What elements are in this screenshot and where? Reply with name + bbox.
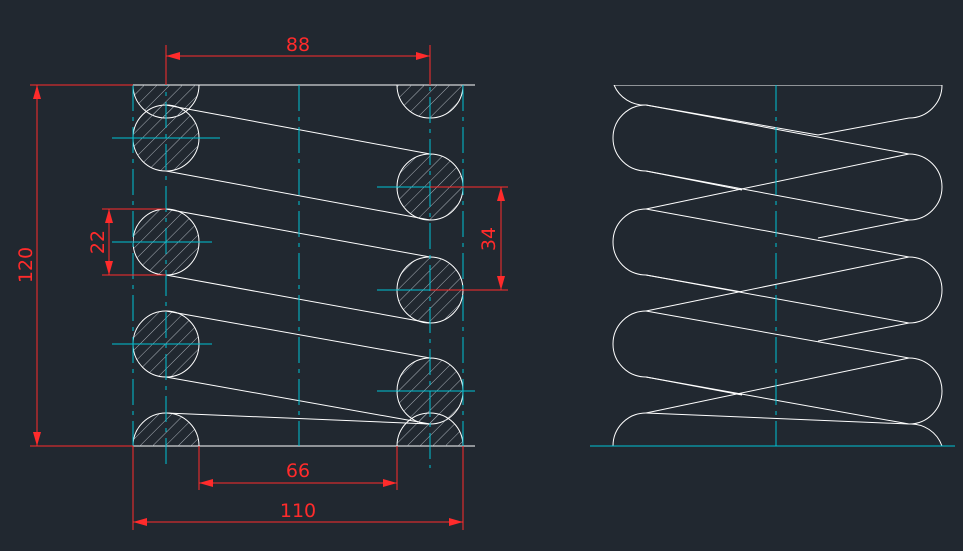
wire-sections xyxy=(133,85,464,446)
elevation-centerlines xyxy=(590,85,955,447)
label-mean-diameter: 88 xyxy=(286,34,310,56)
dimension-inner-diameter xyxy=(198,446,398,490)
label-free-height: 120 xyxy=(15,247,37,283)
dimension-wire-diameter xyxy=(102,208,166,276)
label-outer-diameter: 110 xyxy=(280,500,316,522)
dimension-mean-diameter xyxy=(165,45,431,85)
elevation-view xyxy=(590,85,955,447)
dimension-outer-diameter xyxy=(132,446,464,530)
dimensions xyxy=(30,45,508,530)
dimension-labels: 88 120 22 34 66 110 xyxy=(15,34,500,522)
label-wire-diameter: 22 xyxy=(87,230,109,254)
dimension-pitch xyxy=(430,186,508,291)
label-inner-diameter: 66 xyxy=(286,460,310,482)
coil-tangent-lines xyxy=(165,104,431,425)
elevation-coils xyxy=(612,85,943,446)
label-pitch: 34 xyxy=(478,227,500,251)
section-view xyxy=(112,55,475,468)
section-centerlines xyxy=(112,55,475,468)
dimension-free-height xyxy=(30,84,133,447)
